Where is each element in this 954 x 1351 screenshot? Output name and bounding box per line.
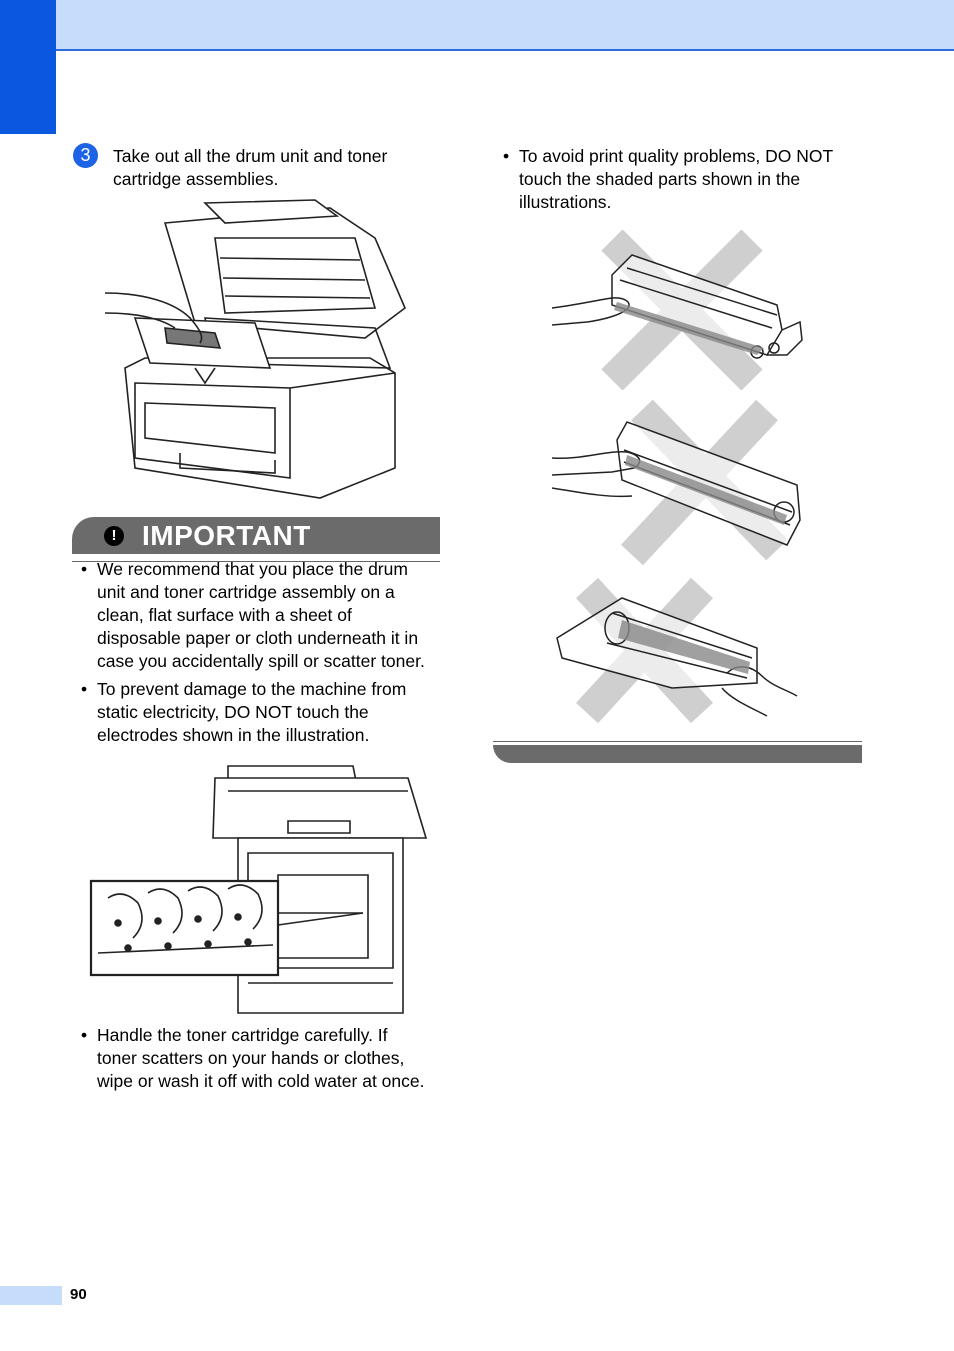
bullet-line: electrodes shown in the illustration.: [97, 725, 370, 745]
bullet-line: Handle the toner cartridge carefully. If: [97, 1025, 388, 1045]
bullet-dot: •: [81, 1025, 88, 1045]
bullet-dot: •: [81, 559, 88, 579]
bullet-dot: •: [503, 146, 510, 166]
bullet-dot: •: [81, 679, 88, 699]
bullet-line: To prevent damage to the machine from: [97, 679, 407, 699]
bullet-line: unit and toner cartridge assembly on a: [97, 582, 395, 602]
step-text-line-2: cartridge assemblies.: [113, 169, 279, 189]
page-number: 90: [70, 1286, 87, 1303]
important-end-rule: [493, 741, 862, 742]
shaded-parts-bullet: • To avoid print quality problems, DO NO…: [503, 145, 873, 217]
important-banner: ! IMPORTANT: [72, 517, 440, 554]
bullet-line: We recommend that you place the drum: [97, 559, 408, 579]
important-heading: IMPORTANT: [142, 520, 311, 551]
bullet-line: To avoid print quality problems, DO NOT: [519, 146, 834, 166]
bullet-line: disposable paper or cloth underneath it …: [97, 628, 419, 648]
bullet-line: touch the shaded parts shown in the: [519, 169, 801, 189]
exclamation-icon: !: [104, 526, 124, 546]
bullet-line: case you accidentally spill or scatter t…: [97, 651, 425, 671]
drum-unit-do-not-touch-illustration: [552, 400, 801, 565]
bullet-line: clean, flat surface with a sheet of: [97, 605, 352, 625]
bullet-line: illustrations.: [519, 192, 612, 212]
important-bullet-3: • Handle the toner cartridge carefully. …: [81, 1024, 451, 1096]
header-band: [0, 0, 954, 51]
important-end-fill: [493, 745, 862, 763]
step-text-line-1: Take out all the drum unit and toner: [113, 146, 388, 166]
printer-drum-removal-illustration: [105, 199, 406, 499]
important-bullet-1: • We recommend that you place the drum u…: [81, 558, 451, 678]
bullet-line: wipe or wash it off with cold water at o…: [97, 1071, 425, 1091]
chapter-tab: [0, 0, 56, 134]
toner-cartridge-do-not-touch-illustration: [552, 230, 803, 390]
important-end-bar: [493, 741, 862, 763]
electrodes-illustration: [89, 765, 428, 1014]
bullet-line: static electricity, DO NOT touch the: [97, 702, 369, 722]
important-rule: [72, 561, 440, 562]
page-tab: [0, 1286, 62, 1305]
important-bullet-2: • To prevent damage to the machine from …: [81, 678, 451, 750]
drum-roller-do-not-touch-illustration: [556, 578, 798, 723]
step-number-badge: 3: [73, 143, 98, 168]
bullet-line: toner scatters on your hands or clothes,: [97, 1048, 405, 1068]
